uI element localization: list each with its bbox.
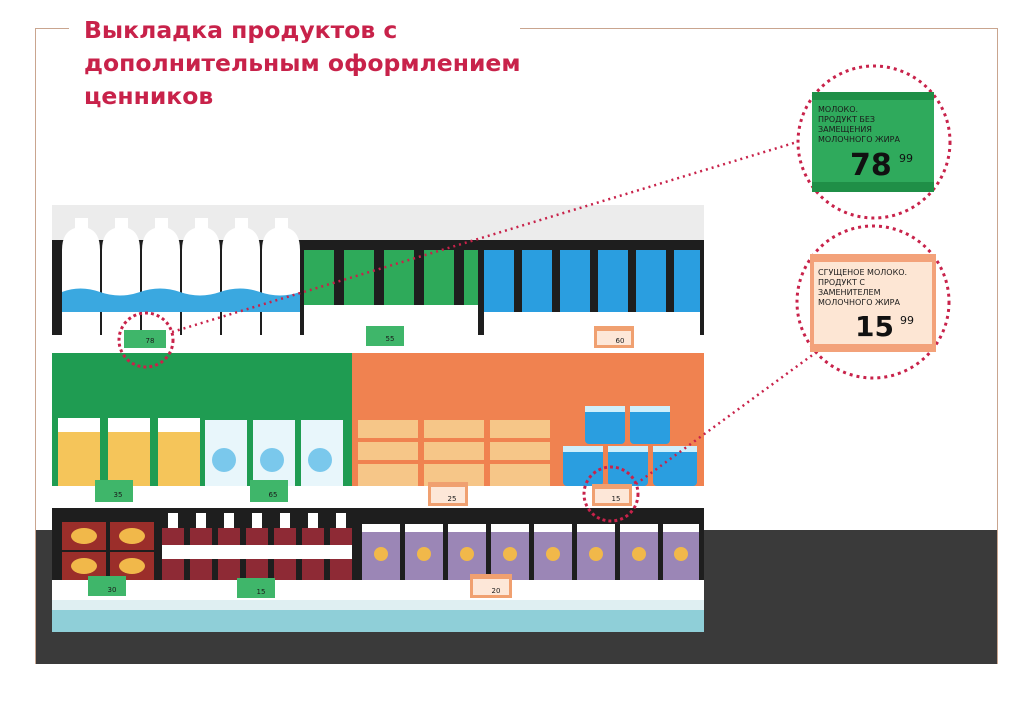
callout-green-line-3: ЗАМЕЩЕНИЯ <box>818 125 872 134</box>
callout-green-price: 78 <box>850 148 892 183</box>
red-boxes <box>62 522 154 580</box>
frame-right-line <box>997 28 998 664</box>
callout-green-line-4: МОЛОЧНОГО ЖИРА <box>818 135 900 144</box>
callout-orange-line-4: МОЛОЧНОГО ЖИРА <box>818 298 900 307</box>
tag-mid-3: 25 <box>448 495 457 503</box>
tag-mid-4: 15 <box>612 495 621 503</box>
white-cups <box>205 420 343 486</box>
callout-orange-line-2: ПРОДУКТ С <box>818 278 865 287</box>
callout-green-line-1: МОЛОКО. <box>818 105 858 114</box>
callout-green-cents: 99 <box>899 152 913 165</box>
condensed-milk-jars <box>563 408 697 486</box>
middle-shelf-edge <box>52 486 704 508</box>
tag-mid-1: 35 <box>114 491 123 499</box>
bottom-shelf-edge <box>52 580 704 600</box>
connector-line-green <box>171 140 798 334</box>
callout-green-line-2: ПРОДУКТ БЕЗ <box>818 115 875 124</box>
tag-bot-3: 20 <box>492 587 501 595</box>
frame-top-right-line <box>520 28 998 29</box>
orange-boxes <box>358 420 550 486</box>
callout-orange-cents: 99 <box>900 314 914 327</box>
svg-text:СГУЩЕНОЕ МОЛОКО. ПРОДУКТ С: СГУЩЕНОЕ МОЛОКО. ПРОДУКТ С ЗАМЕНИТЕЛЕМ М… <box>818 268 910 307</box>
frame-left-line <box>35 28 36 664</box>
svg-text:МОЛОКО. ПРОДУКТ БЕЗ ЗА: МОЛОКО. ПРОДУКТ БЕЗ ЗАМЕЩЕНИЯ МОЛОЧНОГО … <box>818 105 900 144</box>
page-title: Выкладка продуктов с дополнительным офор… <box>84 14 521 113</box>
title-line-2: дополнительным оформлением <box>84 49 521 77</box>
highlight-circle-green-tag <box>117 311 175 369</box>
tag-top-3: 60 <box>616 337 625 345</box>
milk-bottles <box>62 218 300 335</box>
title-line-1: Выкладка продуктов с <box>84 16 398 44</box>
shelf-tags: 78 55 60 35 65 25 15 30 15 20 <box>88 326 634 598</box>
callout-orange-price: 15 <box>855 310 894 343</box>
callout-green-tag <box>812 92 934 192</box>
title-line-3: ценников <box>84 82 214 110</box>
tag-top-1: 78 <box>146 337 155 345</box>
tag-mid-2: 65 <box>269 491 278 499</box>
highlight-circle-orange-tag <box>582 465 640 523</box>
purple-jars <box>362 528 699 580</box>
frame-top-left-line <box>35 28 69 29</box>
tag-bot-1: 30 <box>108 586 117 594</box>
connector-line-orange <box>635 346 823 486</box>
tag-bot-2: 15 <box>257 588 266 596</box>
callout-orange-line-1: СГУЩЕНОЕ МОЛОКО. <box>818 268 907 277</box>
juice-cartons <box>58 418 200 486</box>
callout-orange-line-3: ЗАМЕНИТЕЛЕМ <box>818 288 881 297</box>
tag-top-2: 55 <box>386 335 395 343</box>
